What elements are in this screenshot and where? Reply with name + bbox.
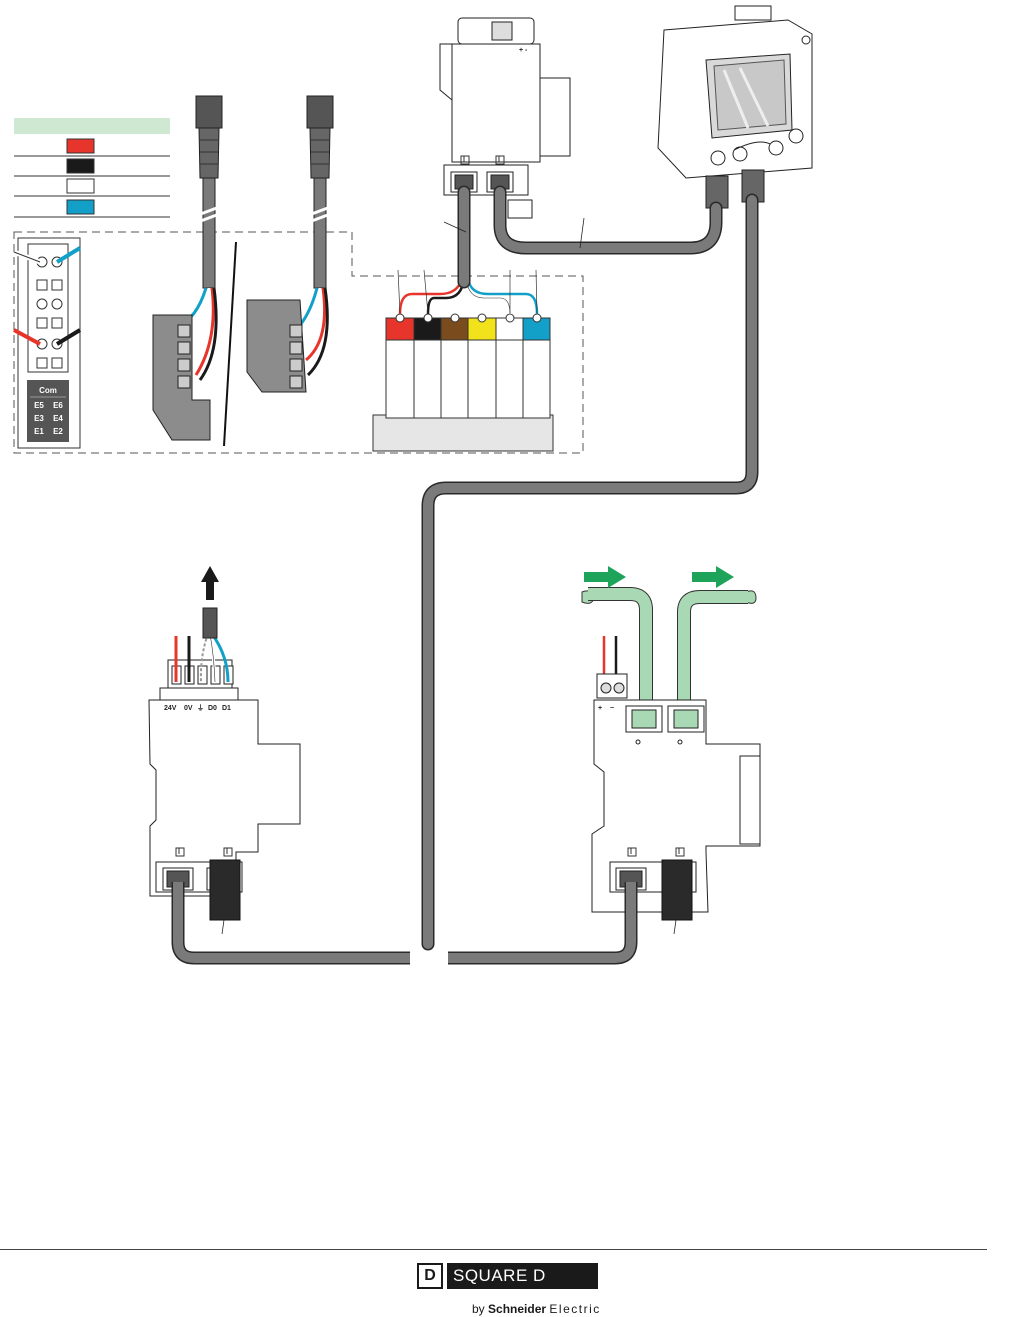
input-e5: E5 — [34, 401, 44, 410]
tagline-brand: Schneider — [488, 1302, 547, 1316]
rj45-cable-2 — [246, 95, 334, 393]
wiring-diagram: Com E5 E6 E3 E4 E1 E2 — [13, 5, 813, 965]
legend-swatch-black — [66, 158, 95, 174]
green-arrow-2 — [692, 566, 734, 588]
com-label: Com — [39, 386, 57, 395]
ethernet-polarity-plus: + — [598, 705, 602, 712]
modbus-terminal-0v: 0V — [184, 705, 193, 712]
input-e4: E4 — [53, 414, 63, 423]
legend-swatch-white — [66, 178, 95, 194]
logo-name: SQUARE D — [447, 1263, 598, 1289]
ethernet-polarity-minus: − — [610, 705, 614, 712]
brand-tagline: by Schneider Electric — [472, 1302, 601, 1316]
legend-swatch-blue — [66, 199, 95, 215]
modbus-terminal-24v: 24V — [164, 705, 177, 712]
terminal-block: Com E5 E6 E3 E4 E1 E2 — [13, 237, 82, 449]
com-input-panel — [27, 380, 69, 442]
color-legend — [14, 118, 170, 218]
gray-cables-bottom — [171, 882, 638, 965]
detail-region-outline — [13, 231, 584, 454]
tagline-suffix: Electric — [549, 1302, 601, 1316]
input-e3: E3 — [34, 414, 44, 423]
modbus-interface-module: 24V 0V ⏚ D0 D1 — [148, 566, 301, 935]
green-arrow-1 — [584, 566, 626, 588]
input-e1: E1 — [34, 427, 44, 436]
gray-cables-top — [421, 185, 759, 951]
top-module-polarity: + - — [519, 47, 528, 54]
top-interface-module: + - — [439, 17, 571, 219]
legend-header — [14, 118, 170, 134]
footer-divider — [0, 1249, 987, 1250]
input-e2: E2 — [53, 427, 63, 436]
square-d-logo: D SQUARE D — [417, 1263, 598, 1289]
modbus-terminal-d0: D0 — [208, 705, 217, 712]
ethernet-interface-module: + − — [581, 566, 761, 935]
legend-swatch-red — [66, 138, 95, 154]
terminal-strip — [372, 269, 554, 452]
modbus-terminal-d1: D1 — [222, 705, 231, 712]
modbus-terminal-ground: ⏚ — [197, 704, 204, 712]
input-e6: E6 — [53, 401, 63, 410]
tagline-by: by — [472, 1302, 485, 1316]
logo-letter: D — [417, 1263, 443, 1289]
front-display-module — [657, 5, 813, 209]
rj45-cable-1 — [152, 95, 223, 441]
